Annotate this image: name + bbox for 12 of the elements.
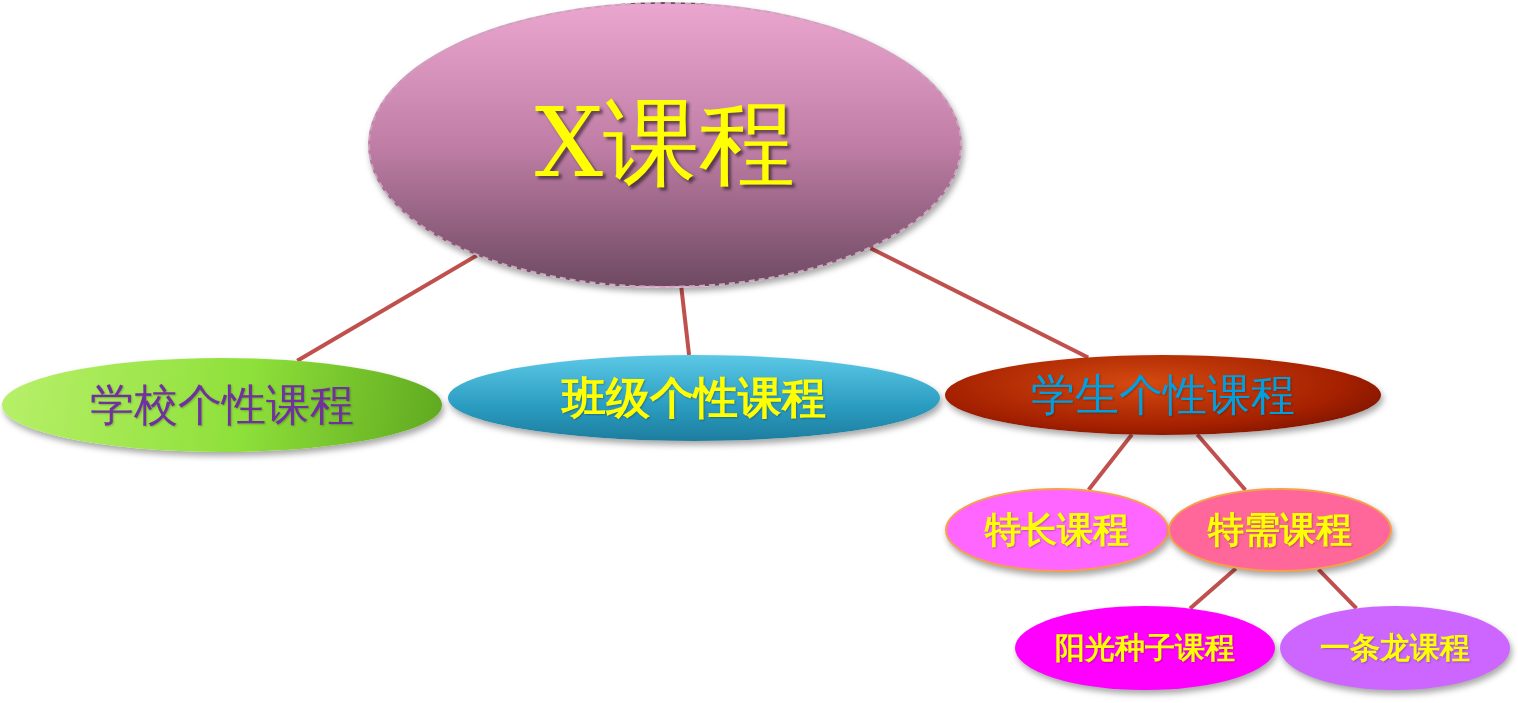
course-label: X课程 (534, 86, 796, 201)
course-label: 一条龙课程 (1320, 628, 1470, 667)
course-label: 学校个性课程 (90, 377, 354, 432)
course-label: 阳光种子课程 (1055, 628, 1235, 667)
connector-line (869, 246, 1090, 360)
course-label: 特需课程 (1208, 507, 1352, 552)
connector-line (1087, 433, 1134, 491)
course-label: 班级个性课程 (562, 370, 826, 425)
course-label: 学生个性课程 (1031, 367, 1295, 422)
connector-line (679, 287, 692, 356)
course-label: 特长课程 (985, 507, 1129, 552)
connector-line (296, 253, 478, 363)
